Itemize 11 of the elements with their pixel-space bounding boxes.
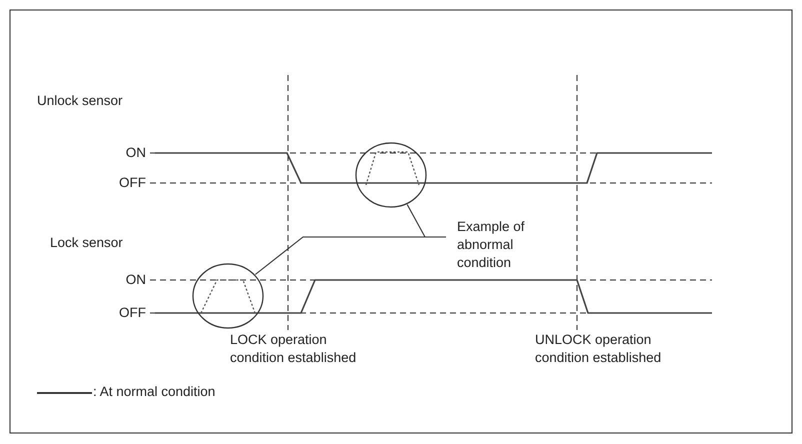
timing-note: LOCK operation condition established (230, 331, 358, 367)
timing-note: UNLOCK operation condition established (535, 331, 662, 367)
level-label: OFF (118, 304, 146, 322)
level-label: ON (124, 271, 146, 289)
callout-text: Example of abnormal condition (457, 218, 537, 272)
signal-name: Unlock sensor (37, 92, 123, 110)
leader-line (254, 236, 446, 275)
level-label: ON (124, 144, 146, 162)
signal-name: Lock sensor (50, 234, 123, 252)
legend-text: : At normal condition (93, 383, 216, 401)
level-label: OFF (118, 174, 146, 192)
